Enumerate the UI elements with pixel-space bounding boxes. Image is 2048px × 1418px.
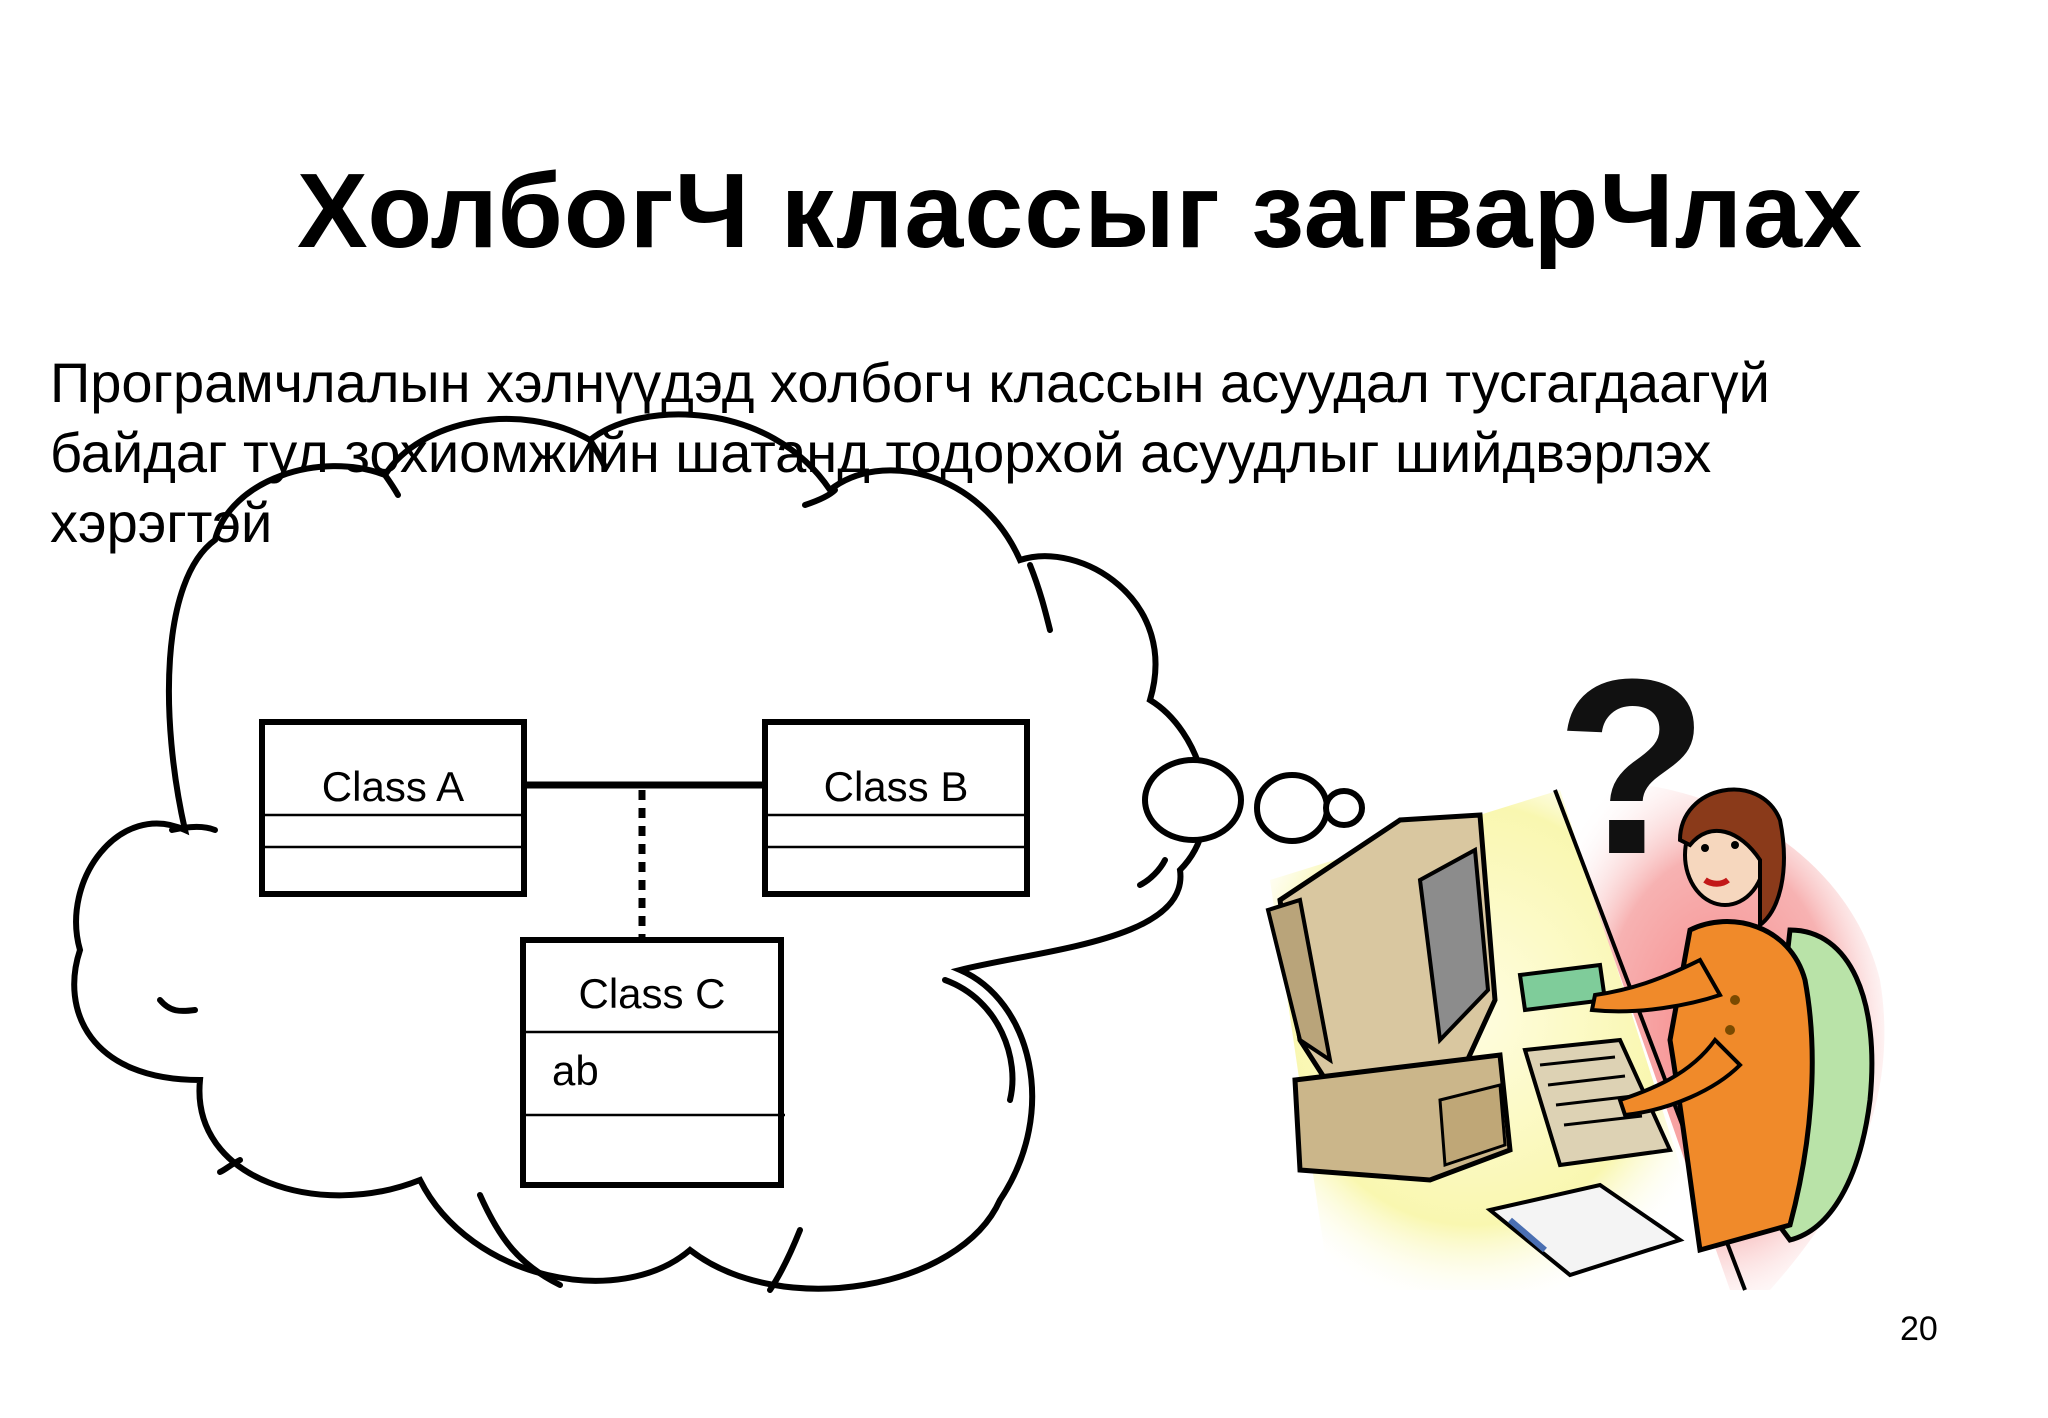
uml-class-a: Class A — [259, 719, 527, 897]
slide-title: ХолбогЧ классыг загварЧлах — [297, 152, 1863, 270]
class-b-name: Class B — [824, 763, 969, 810]
question-mark: ? — [1556, 627, 1709, 906]
class-c-attribute: ab — [552, 1047, 599, 1094]
page-number: 20 — [1900, 1310, 1938, 1348]
class-c-name: Class C — [578, 970, 725, 1017]
class-a-name: Class A — [322, 763, 464, 810]
thought-cloud — [71, 411, 1209, 1293]
person-at-computer-illustration: ? — [1265, 627, 1885, 1291]
uml-class-b: Class B — [762, 719, 1030, 897]
uml-class-c: Class C ab — [520, 937, 785, 1188]
body-line: Програмчлалын хэлнүүдэд холбогч классын … — [50, 351, 1770, 414]
thought-bubbles — [1142, 757, 1365, 844]
